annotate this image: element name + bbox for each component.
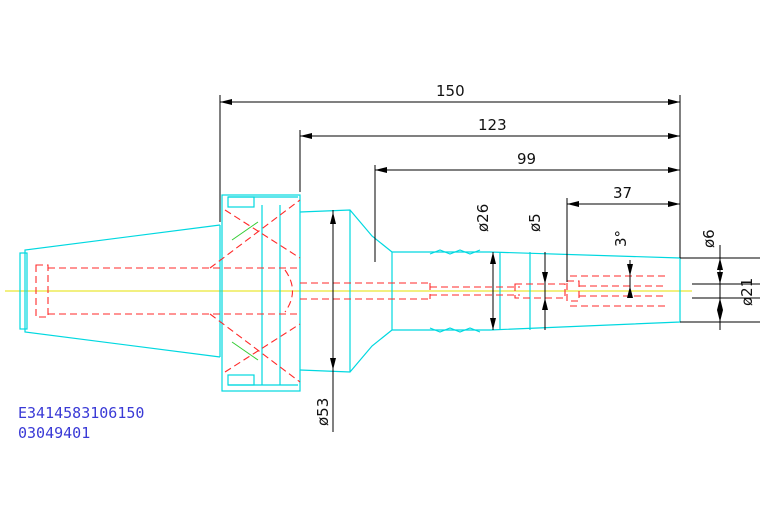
tool-outline (19, 194, 681, 392)
dim-150-label: 150 (436, 82, 465, 100)
part-number: 03049401 (18, 424, 90, 442)
dim-dia5-label: ø5 (526, 213, 544, 232)
dim-dia26-label: ø26 (474, 204, 492, 232)
dim-dia21-label: ø21 (738, 278, 756, 306)
dim-37-label: 37 (613, 184, 632, 202)
dimension-lines (219, 95, 760, 432)
part-code: E3414583106150 (18, 404, 144, 422)
dim-99-label: 99 (517, 150, 536, 168)
dim-dia6-label: ø6 (700, 229, 718, 248)
internal-bore (35, 199, 665, 383)
dim-dia53-label: ø53 (314, 398, 332, 426)
dim-angle3-label: 3° (612, 230, 630, 247)
dim-123-label: 123 (478, 116, 507, 134)
